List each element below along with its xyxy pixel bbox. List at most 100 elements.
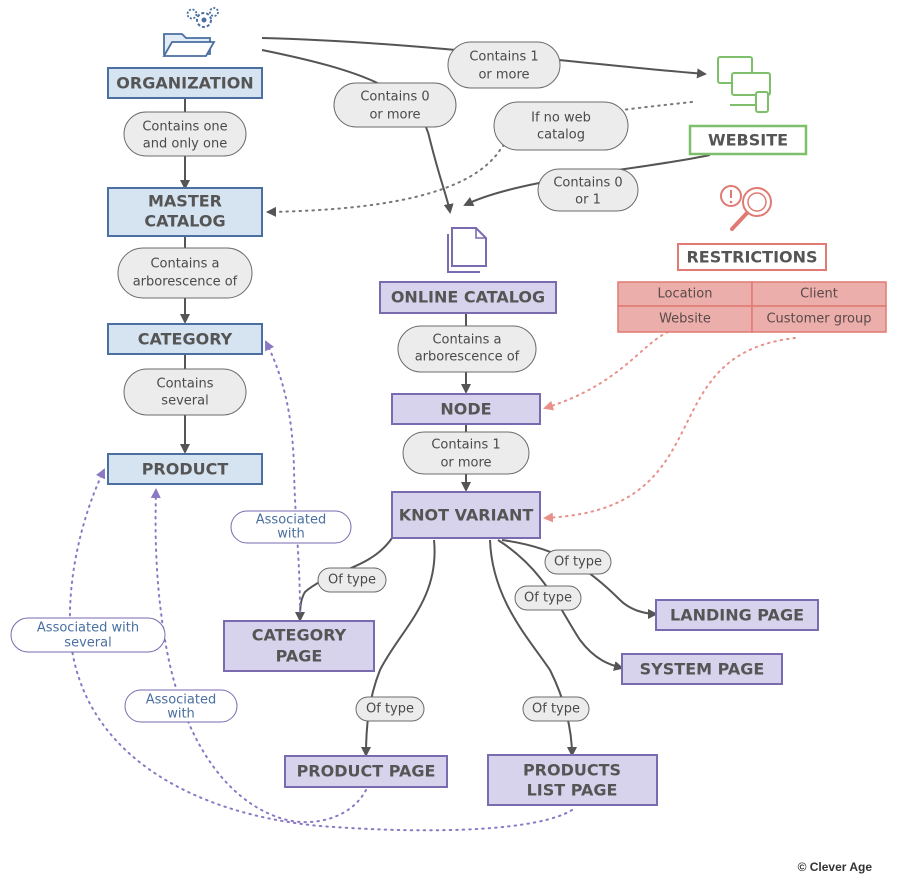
magnifier-warning-icon bbox=[720, 185, 772, 231]
connector-org-online bbox=[261, 49, 454, 214]
pill-contains-one-only-one: Contains one and only one bbox=[123, 111, 247, 157]
node-products-list-page[interactable]: PRODUCTS LIST PAGE bbox=[487, 754, 658, 806]
pill-of-type-list: Of type bbox=[522, 696, 590, 722]
pill-assoc-product-line-1: Associated bbox=[146, 693, 216, 708]
pill-of-type-landing: Of type bbox=[544, 549, 612, 575]
connector-knot-category-page bbox=[295, 537, 393, 622]
pill-contains-0-more: Contains 0 or more bbox=[333, 82, 457, 128]
pill-contains-several-line-2: several bbox=[161, 394, 208, 409]
pill-of-type-category: Of type bbox=[317, 567, 387, 593]
pill-assoc-product: Associated with bbox=[124, 689, 238, 723]
pill-of-type-system: Of type bbox=[514, 585, 582, 611]
node-knot-variant-label: KNOT VARIANT bbox=[399, 506, 534, 525]
pill-if-no-web-catalog: If no web catalog bbox=[493, 101, 629, 151]
pill-assoc-category-line-1: Associated bbox=[256, 513, 326, 528]
node-category[interactable]: CATEGORY bbox=[107, 323, 263, 355]
pill-of-type-category-text: Of type bbox=[328, 573, 376, 588]
pill-of-type-landing-text: Of type bbox=[554, 555, 602, 570]
pill-contains-several-line-1: Contains bbox=[157, 377, 214, 392]
connector-knot-list-page bbox=[489, 539, 577, 757]
node-category-page[interactable]: CATEGORY PAGE bbox=[223, 620, 375, 672]
pill-contains-1-more-top-line-1: Contains 1 bbox=[469, 50, 538, 65]
pill-assoc-several-line-2: several bbox=[64, 636, 111, 651]
connector-assoc-several bbox=[68, 468, 573, 832]
pill-assoc-product-line-2: with bbox=[167, 707, 195, 722]
restrictions-table: Location Client Website Customer group bbox=[617, 281, 887, 333]
node-category-page-label-1: CATEGORY bbox=[252, 626, 347, 645]
node-knot-variant[interactable]: KNOT VARIANT bbox=[391, 491, 541, 539]
node-website[interactable]: WEBSITE bbox=[688, 124, 808, 156]
pill-assoc-category-line-2: with bbox=[277, 527, 305, 542]
node-system-page-label: SYSTEM PAGE bbox=[640, 660, 765, 679]
connector-assoc-category bbox=[265, 340, 301, 613]
pill-contains-1-more-top: Contains 1 or more bbox=[447, 41, 561, 89]
node-master-catalog-label-2: CATALOG bbox=[144, 212, 225, 231]
connector-restr-knot bbox=[543, 337, 796, 523]
node-product[interactable]: PRODUCT bbox=[107, 453, 263, 485]
pill-contains-one-only-one-line-1: Contains one bbox=[142, 120, 227, 135]
connector-assoc-product bbox=[150, 488, 367, 824]
pill-contains-arborescence-left-line-2: arborescence of bbox=[133, 275, 238, 290]
pill-contains-1-more-mid-line-1: Contains 1 bbox=[431, 438, 500, 453]
pill-assoc-category: Associated with bbox=[230, 510, 352, 544]
node-product-page-label: PRODUCT PAGE bbox=[297, 762, 436, 781]
pill-contains-0-or-1-line-2: or 1 bbox=[575, 193, 601, 208]
restriction-cell-customer-group: Customer group bbox=[766, 312, 871, 327]
node-product-page[interactable]: PRODUCT PAGE bbox=[284, 755, 448, 788]
footer-credit: © Clever Age bbox=[797, 860, 872, 874]
connector-knot-product-page bbox=[361, 539, 436, 757]
pill-contains-arborescence-left: Contains a arborescence of bbox=[117, 247, 253, 299]
node-master-catalog-label-1: MASTER bbox=[148, 192, 222, 211]
pill-contains-0-or-1-line-1: Contains 0 bbox=[553, 176, 622, 191]
node-landing-page-label: LANDING PAGE bbox=[670, 606, 804, 625]
node-products-list-page-label-2: LIST PAGE bbox=[527, 781, 618, 800]
pill-contains-1-more-mid-line-2: or more bbox=[440, 456, 491, 471]
pill-contains-several: Contains several bbox=[123, 368, 247, 416]
pill-of-type-system-text: Of type bbox=[524, 591, 572, 606]
node-restrictions[interactable]: RESTRICTIONS bbox=[677, 243, 827, 271]
pill-if-no-web-catalog-line-1: If no web bbox=[531, 111, 591, 126]
node-website-label: WEBSITE bbox=[708, 131, 788, 150]
folder-gears-icon bbox=[162, 7, 219, 57]
node-node[interactable]: NODE bbox=[391, 393, 541, 425]
connector-knot-system bbox=[497, 539, 624, 671]
pill-assoc-several: Associated with several bbox=[10, 617, 166, 653]
node-system-page[interactable]: SYSTEM PAGE bbox=[621, 653, 783, 685]
pill-contains-arborescence-mid: Contains a arborescence of bbox=[397, 325, 537, 373]
document-icon bbox=[447, 227, 487, 273]
node-online-catalog-label: ONLINE CATALOG bbox=[391, 288, 545, 307]
connector-knot-landing bbox=[501, 539, 658, 619]
pill-of-type-list-text: Of type bbox=[532, 702, 580, 717]
restriction-cell-location: Location bbox=[658, 287, 713, 302]
pill-contains-0-or-1: Contains 0 or 1 bbox=[537, 168, 639, 212]
node-products-list-page-label-1: PRODUCTS bbox=[523, 761, 621, 780]
pill-contains-1-more-mid: Contains 1 or more bbox=[402, 431, 530, 475]
node-master-catalog[interactable]: MASTER CATALOG bbox=[107, 187, 263, 237]
pill-contains-0-more-line-2: or more bbox=[369, 108, 420, 123]
pill-contains-arborescence-mid-line-2: arborescence of bbox=[415, 350, 520, 365]
restriction-cell-website: Website bbox=[659, 312, 711, 327]
pill-contains-arborescence-left-line-1: Contains a bbox=[150, 257, 219, 272]
node-product-label: PRODUCT bbox=[142, 460, 229, 479]
pill-assoc-several-line-1: Associated with bbox=[37, 621, 139, 636]
node-landing-page[interactable]: LANDING PAGE bbox=[655, 599, 819, 631]
pill-contains-0-more-line-1: Contains 0 bbox=[360, 90, 429, 105]
pill-contains-one-only-one-line-2: and only one bbox=[143, 137, 227, 152]
node-organization-label: ORGANIZATION bbox=[116, 74, 253, 93]
node-category-page-label-2: PAGE bbox=[276, 647, 323, 666]
pill-if-no-web-catalog-line-2: catalog bbox=[537, 128, 585, 143]
pill-contains-1-more-top-line-2: or more bbox=[478, 68, 529, 83]
pill-of-type-product-text: Of type bbox=[366, 702, 414, 717]
devices-icon bbox=[717, 56, 771, 113]
node-category-label: CATEGORY bbox=[138, 330, 233, 349]
node-organization[interactable]: ORGANIZATION bbox=[107, 67, 263, 99]
pill-contains-arborescence-mid-line-1: Contains a bbox=[432, 333, 501, 348]
pill-of-type-product: Of type bbox=[355, 696, 425, 722]
node-online-catalog[interactable]: ONLINE CATALOG bbox=[379, 281, 557, 314]
connector-restr-node bbox=[543, 331, 669, 411]
connectors bbox=[68, 37, 796, 832]
node-restrictions-label: RESTRICTIONS bbox=[686, 248, 817, 267]
node-node-label: NODE bbox=[440, 400, 491, 419]
restriction-cell-client: Client bbox=[800, 287, 838, 302]
